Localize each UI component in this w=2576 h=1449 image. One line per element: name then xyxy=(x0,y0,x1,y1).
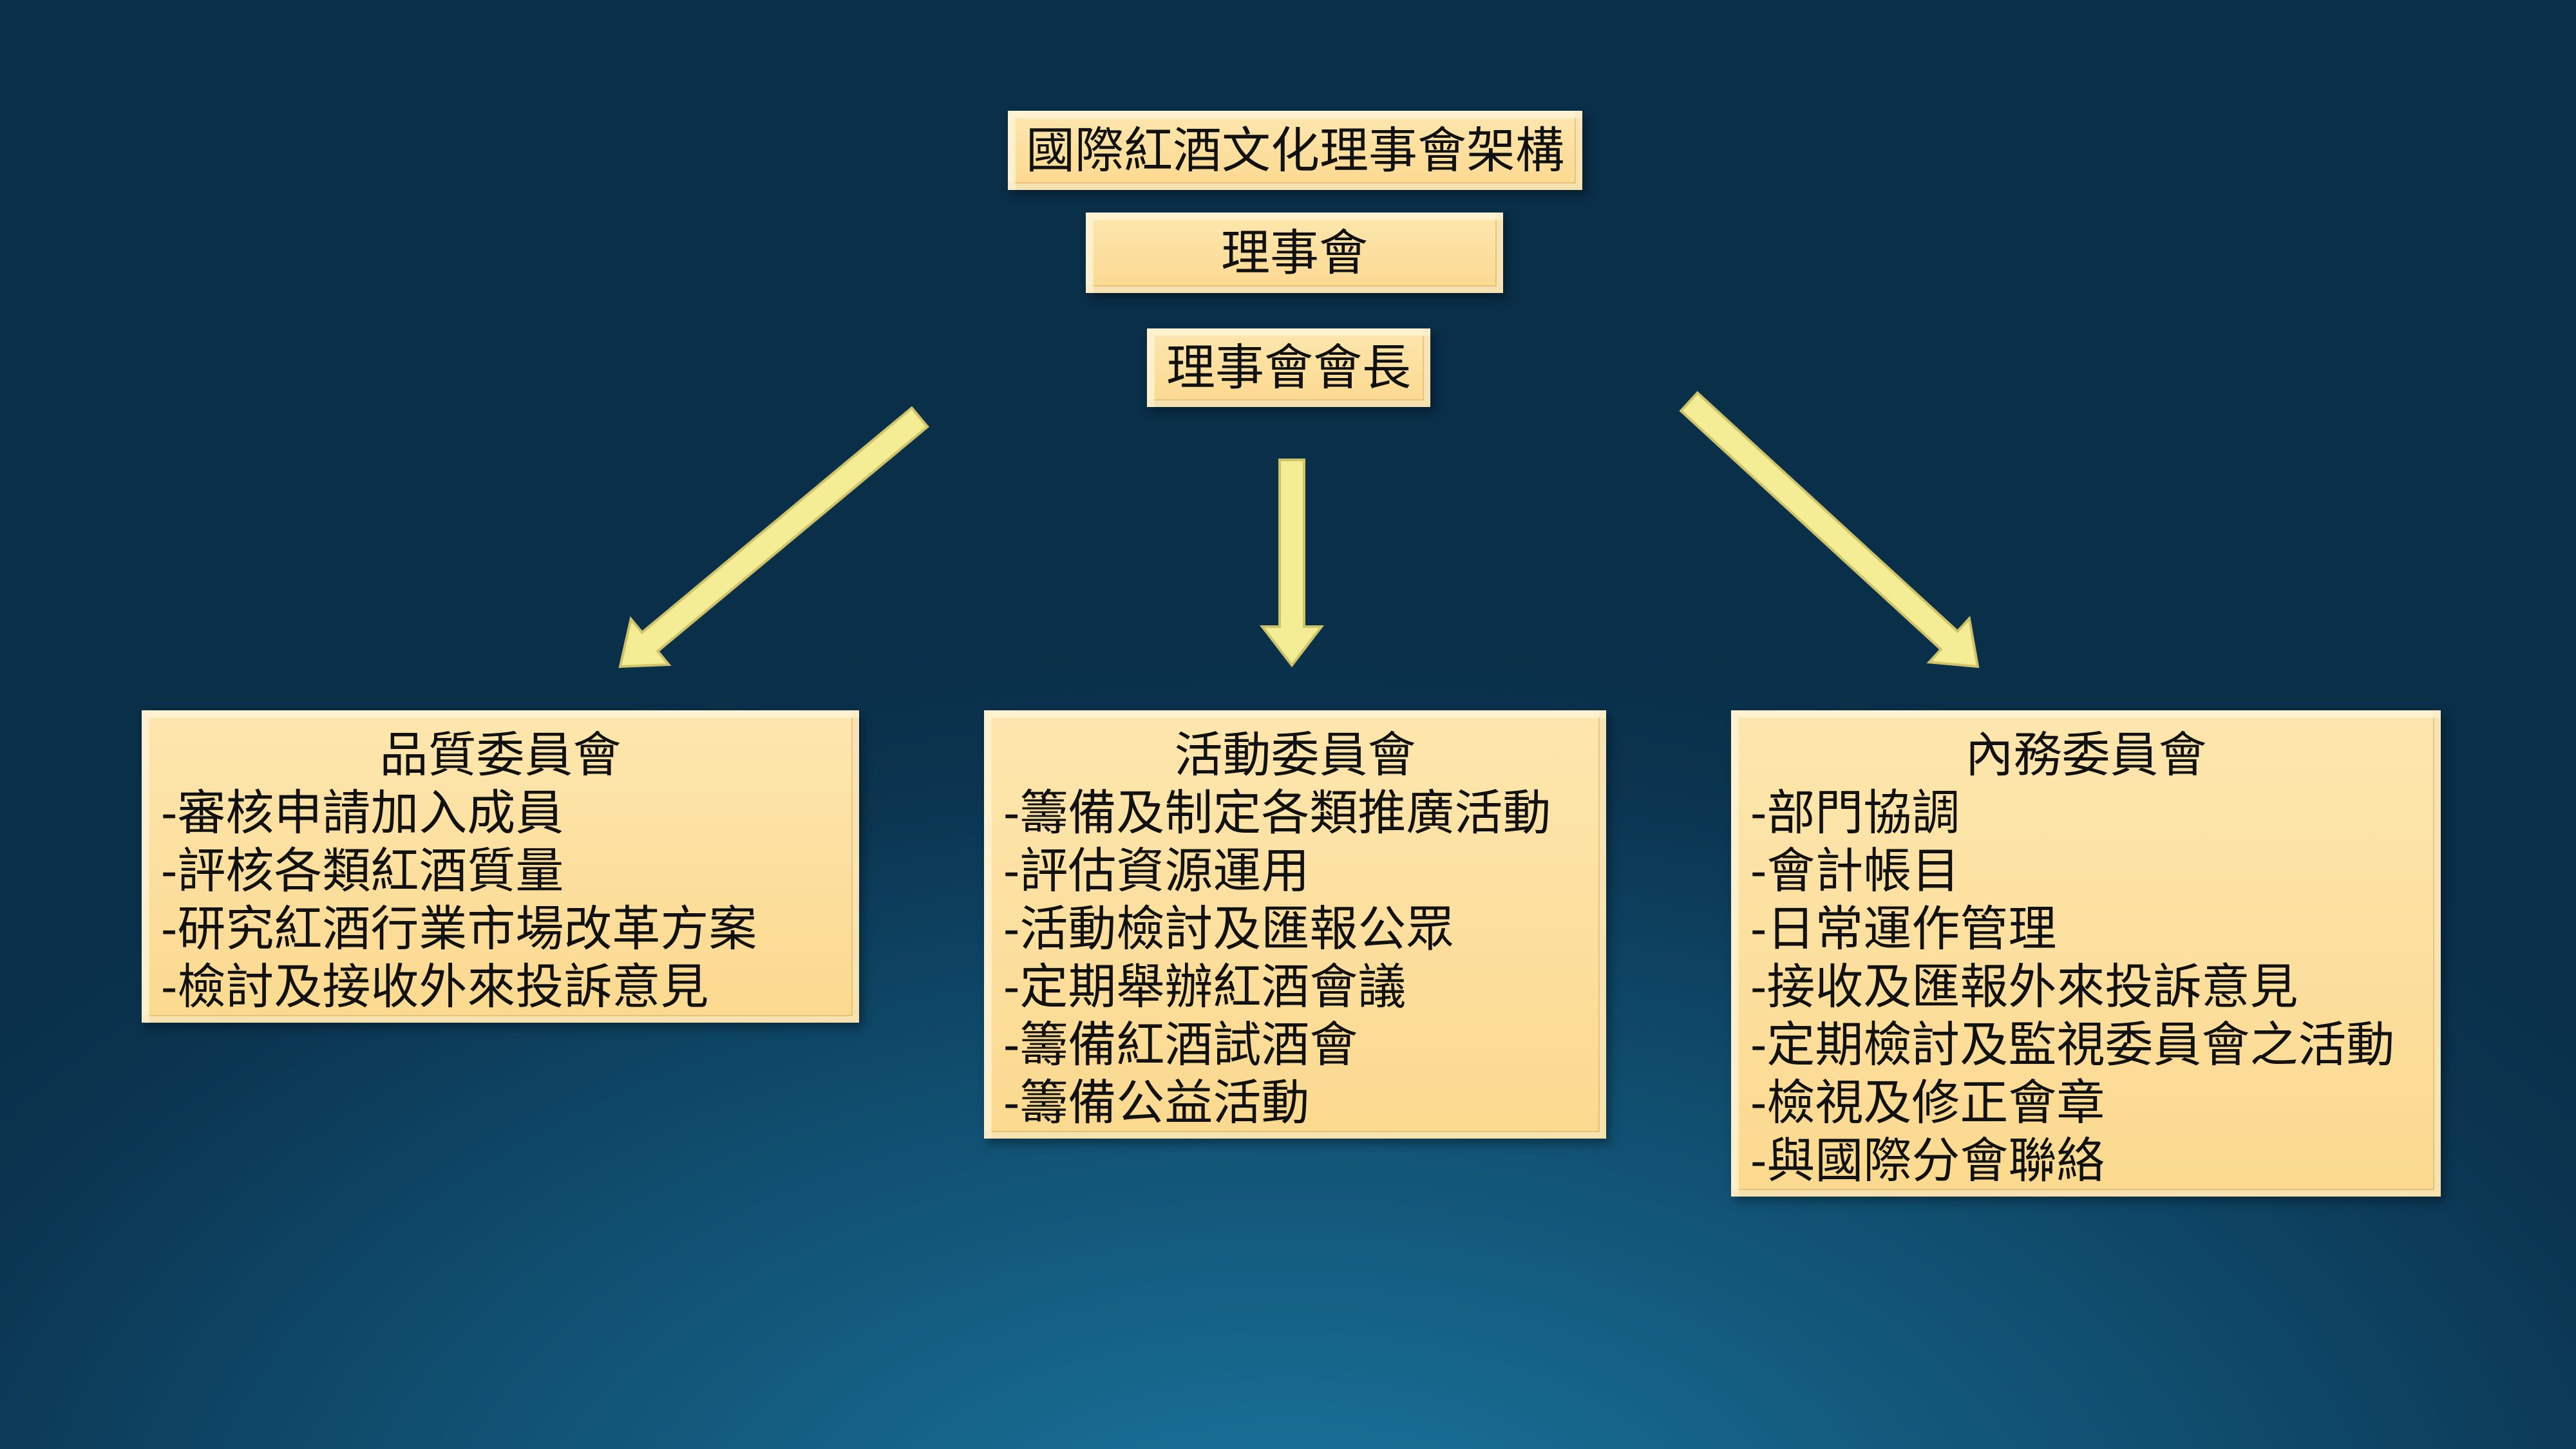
internal-affairs-committee-item: -與國際分會聯絡 xyxy=(1750,1132,2105,1189)
internal-affairs-committee-item: -接收及匯報外來投訴意見 xyxy=(1750,958,2298,1015)
internal-affairs-committee-item: -檢視及修正會章 xyxy=(1750,1074,2105,1131)
internal-affairs-committee-item: -部門協調 xyxy=(1750,784,1960,841)
activity-committee-item: -籌備及制定各類推廣活動 xyxy=(1003,784,1551,841)
arrow-group xyxy=(618,391,1980,668)
activity-committee-item: -籌備公益活動 xyxy=(1003,1074,1310,1131)
activity-committee-item: -定期舉辦紅酒會議 xyxy=(1003,958,1406,1015)
quality-committee-item: -審核申請加入成員 xyxy=(161,784,564,841)
chart-title: 國際紅酒文化理事會架構 xyxy=(1026,121,1564,179)
chart-title-box: 國際紅酒文化理事會架構 xyxy=(1008,111,1582,190)
activity-committee-item: -評估資源運用 xyxy=(1003,842,1310,899)
center-arrow xyxy=(1259,459,1325,668)
internal-affairs-committee-box: 內務委員會 -部門協調 -會計帳目 -日常運作管理 -接收及匯報外來投訴意見 -… xyxy=(1731,710,2441,1197)
quality-committee-item: -檢討及接收外來投訴意見 xyxy=(161,958,709,1015)
internal-affairs-committee-item: -會計帳目 xyxy=(1750,842,1960,899)
council-label: 理事會 xyxy=(1221,223,1368,281)
council-box: 理事會 xyxy=(1086,213,1503,293)
quality-committee-title: 品質委員會 xyxy=(379,726,621,783)
right-arrow xyxy=(1679,391,1980,668)
quality-committee-item: -評核各類紅酒質量 xyxy=(161,842,564,899)
chairman-box: 理事會會長 xyxy=(1147,328,1430,407)
activity-committee-box: 活動委員會 -籌備及制定各類推廣活動 -評估資源運用 -活動檢討及匯報公眾 -定… xyxy=(984,710,1606,1139)
internal-affairs-committee-item: -定期檢討及監視委員會之活動 xyxy=(1750,1016,2395,1073)
quality-committee-box: 品質委員會 -審核申請加入成員 -評核各類紅酒質量 -研究紅酒行業市場改革方案 … xyxy=(142,710,859,1023)
activity-committee-item: -籌備紅酒試酒會 xyxy=(1003,1016,1358,1073)
left-arrow xyxy=(618,406,930,668)
activity-committee-title: 活動委員會 xyxy=(1174,726,1416,783)
activity-committee-item: -活動檢討及匯報公眾 xyxy=(1003,900,1455,957)
internal-affairs-committee-item: -日常運作管理 xyxy=(1750,900,2057,957)
internal-affairs-committee-title: 內務委員會 xyxy=(1965,726,2207,783)
chairman-label: 理事會會長 xyxy=(1166,339,1411,396)
quality-committee-item: -研究紅酒行業市場改革方案 xyxy=(161,900,757,957)
